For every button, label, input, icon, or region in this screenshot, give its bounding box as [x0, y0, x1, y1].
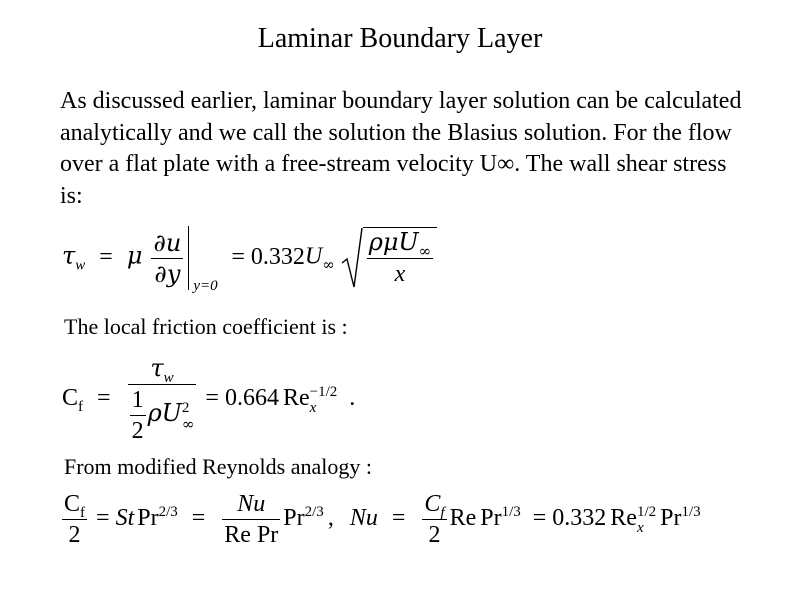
velocity-U: U	[304, 243, 323, 270]
nusselt-numerator: Nu	[222, 492, 281, 520]
derivative-fraction: ∂u ∂y	[151, 228, 184, 288]
infinity-subscript: ∞	[181, 414, 195, 433]
exponent-one-third: 1/3	[681, 504, 701, 521]
comma: ,	[327, 505, 334, 532]
equals-sign: =	[99, 243, 113, 270]
reynolds-number: Re	[610, 505, 637, 532]
f-subscript: f	[80, 504, 86, 521]
exponent-one-third: 1/3	[501, 504, 521, 521]
period: .	[349, 385, 356, 412]
coefficient-0332: = 0.332	[532, 505, 607, 532]
repr-denominator: Re Pr	[224, 522, 279, 548]
equals-sign: =	[391, 505, 406, 532]
rho-U: ρU	[147, 399, 182, 428]
tau-symbol: τ	[62, 241, 76, 270]
root-fraction: ρμU∞ x	[366, 228, 434, 287]
cf-over-two-denominator: 2	[68, 522, 81, 548]
cf-italic-numerator: Cf	[422, 491, 447, 521]
intro-paragraph: As discussed earlier, laminar boundary l…	[60, 88, 742, 209]
half-fraction: 1 2	[129, 388, 146, 444]
exponent-half: 1/2	[636, 503, 657, 520]
derivative-denominator: ∂y	[154, 259, 181, 288]
cf-symbol: Cf	[62, 385, 83, 414]
prandtl-number: Pr	[137, 505, 159, 532]
reynolds-number: Re	[449, 505, 477, 532]
cf-over-two: Cf 2	[62, 491, 88, 548]
prandtl-number: Pr	[480, 505, 502, 532]
equals-sign: =	[191, 505, 206, 532]
coefficient-0664: = 0.664	[205, 385, 279, 412]
two: 2	[131, 418, 144, 444]
derivative-numerator: ∂u	[151, 228, 184, 259]
tau-symbol: τ	[150, 354, 164, 382]
prandtl-number: Pr	[283, 505, 305, 532]
equals-sign: =	[96, 505, 110, 532]
root-content: ρμU∞ x	[362, 227, 438, 289]
nu-over-repr: Nu Re Pr	[222, 492, 281, 548]
root-denominator: x	[394, 261, 406, 287]
c-letter: C	[64, 491, 81, 517]
exponent-minus-half: −1/2	[309, 383, 338, 400]
cf-italic-denominator: 2	[428, 522, 441, 548]
equals-sign: =	[97, 385, 111, 412]
rho-mu-U: ρμU	[368, 228, 419, 256]
squared: 2	[181, 399, 190, 416]
infinity-subscript: ∞	[322, 255, 335, 274]
c-letter: C	[424, 491, 441, 517]
cf-numerator: τw	[127, 354, 197, 386]
exponent-two-thirds: 2/3	[304, 504, 324, 521]
friction-label: The local friction coefficient is :	[64, 314, 348, 339]
infinity-subscript: ∞	[418, 241, 432, 260]
wall-shear-equation: τw = μ ∂u ∂y y=0 = 0.332U∞ ρμU∞ x	[62, 226, 438, 294]
f-subscript: f	[78, 398, 84, 415]
cf-over-two-numerator: Cf	[62, 491, 88, 521]
reynolds-number: Re	[282, 385, 310, 412]
exponent-two-thirds: 2/3	[158, 504, 178, 521]
nusselt-number: Nu	[349, 505, 378, 532]
root-numerator: ρμU∞	[366, 228, 434, 260]
slide-title: Laminar Boundary Layer	[257, 23, 543, 54]
coefficient-0332: = 0.332	[231, 243, 305, 270]
u-scripts: 2∞	[182, 400, 195, 432]
stanton-number: St	[115, 505, 135, 532]
evaluation-condition: y=0	[193, 278, 218, 294]
evaluation-bar: y=0	[188, 226, 218, 294]
x-subscript: x	[636, 519, 644, 536]
mu-symbol: μ	[126, 241, 143, 270]
prandtl-number: Pr	[660, 505, 682, 532]
x-subscript: x	[309, 399, 317, 416]
cf-over-two-italic: Cf 2	[422, 491, 447, 548]
c-letter: C	[62, 385, 79, 412]
one: 1	[129, 388, 146, 416]
reynolds-label: From modified Reynolds analogy :	[64, 454, 372, 479]
f-subscript: f	[440, 504, 445, 521]
radical-sign	[341, 227, 363, 288]
tau-subscript: w	[163, 369, 174, 386]
tau-subscript: w	[75, 257, 86, 274]
square-root: ρμU∞ x	[341, 227, 438, 289]
